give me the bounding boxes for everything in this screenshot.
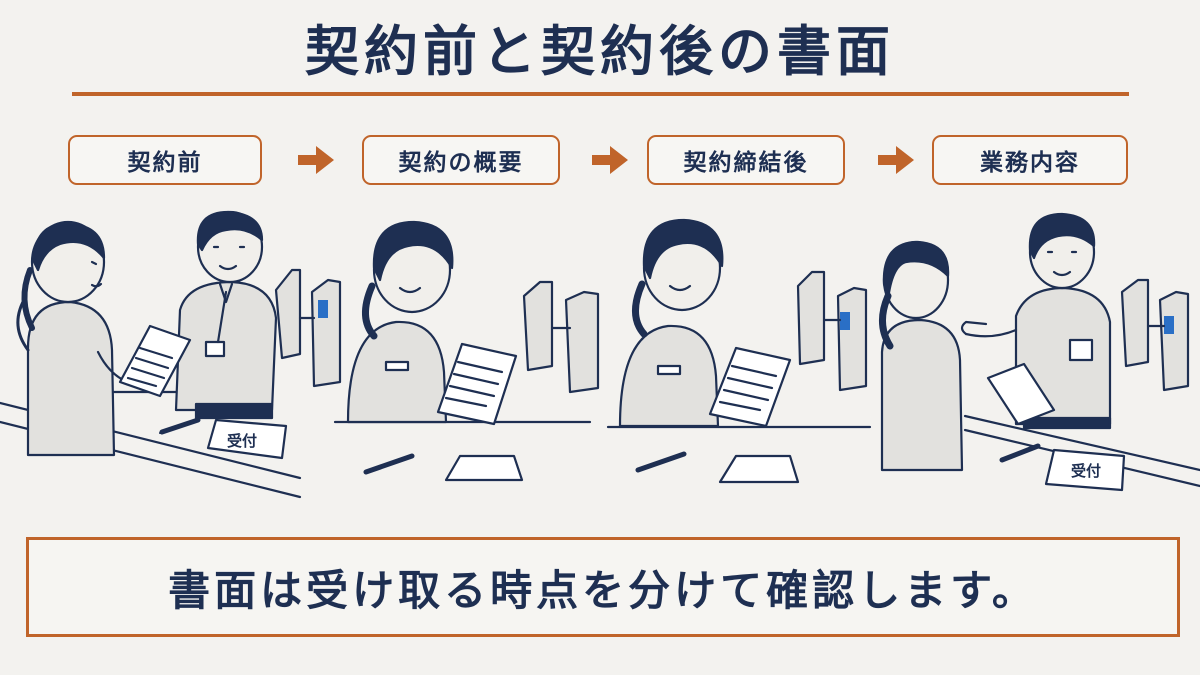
reception-sign-right: 受付 <box>1044 448 1126 492</box>
step-before-contract: 契約前 <box>68 135 262 185</box>
reception-sign-left: 受付 <box>206 418 288 460</box>
page-title: 契約前と契約後の書面 <box>305 20 895 83</box>
pen-icon <box>999 443 1041 463</box>
pen-icon <box>635 451 687 473</box>
reading-woman-figure <box>346 220 454 424</box>
arrow-right-icon <box>878 146 914 174</box>
turnstile-gate <box>522 280 600 394</box>
reception-illustration: 受付 <box>0 210 1200 499</box>
arrow-right-icon <box>298 146 334 174</box>
turnstile-gate <box>274 268 342 388</box>
summary-message: 書面は受け取る時点を分けて確認します。 <box>26 537 1180 637</box>
blank-sign <box>718 454 800 484</box>
clipboard-icon <box>986 362 1056 426</box>
step-after-contract: 契約締結後 <box>647 135 845 185</box>
step-contract-overview: 契約の概要 <box>362 135 560 185</box>
customer-woman-figure <box>16 220 132 457</box>
customer-woman-back-figure <box>879 240 964 472</box>
turnstile-gate <box>796 270 868 392</box>
pen-icon <box>159 417 201 435</box>
staff-man-figure <box>174 210 278 420</box>
step-job-content: 業務内容 <box>932 135 1128 185</box>
arrow-right-icon <box>592 146 628 174</box>
document-icon <box>118 324 192 398</box>
title-underline <box>72 92 1129 96</box>
document-icon <box>708 346 792 428</box>
reception-sign-label: 受付 <box>1071 462 1101 480</box>
reception-sign-label: 受付 <box>227 432 257 450</box>
blank-sign <box>444 454 524 482</box>
document-icon <box>436 342 518 426</box>
turnstile-gate <box>1120 278 1190 392</box>
pen-icon <box>363 453 415 475</box>
reading-woman-figure <box>618 218 724 428</box>
